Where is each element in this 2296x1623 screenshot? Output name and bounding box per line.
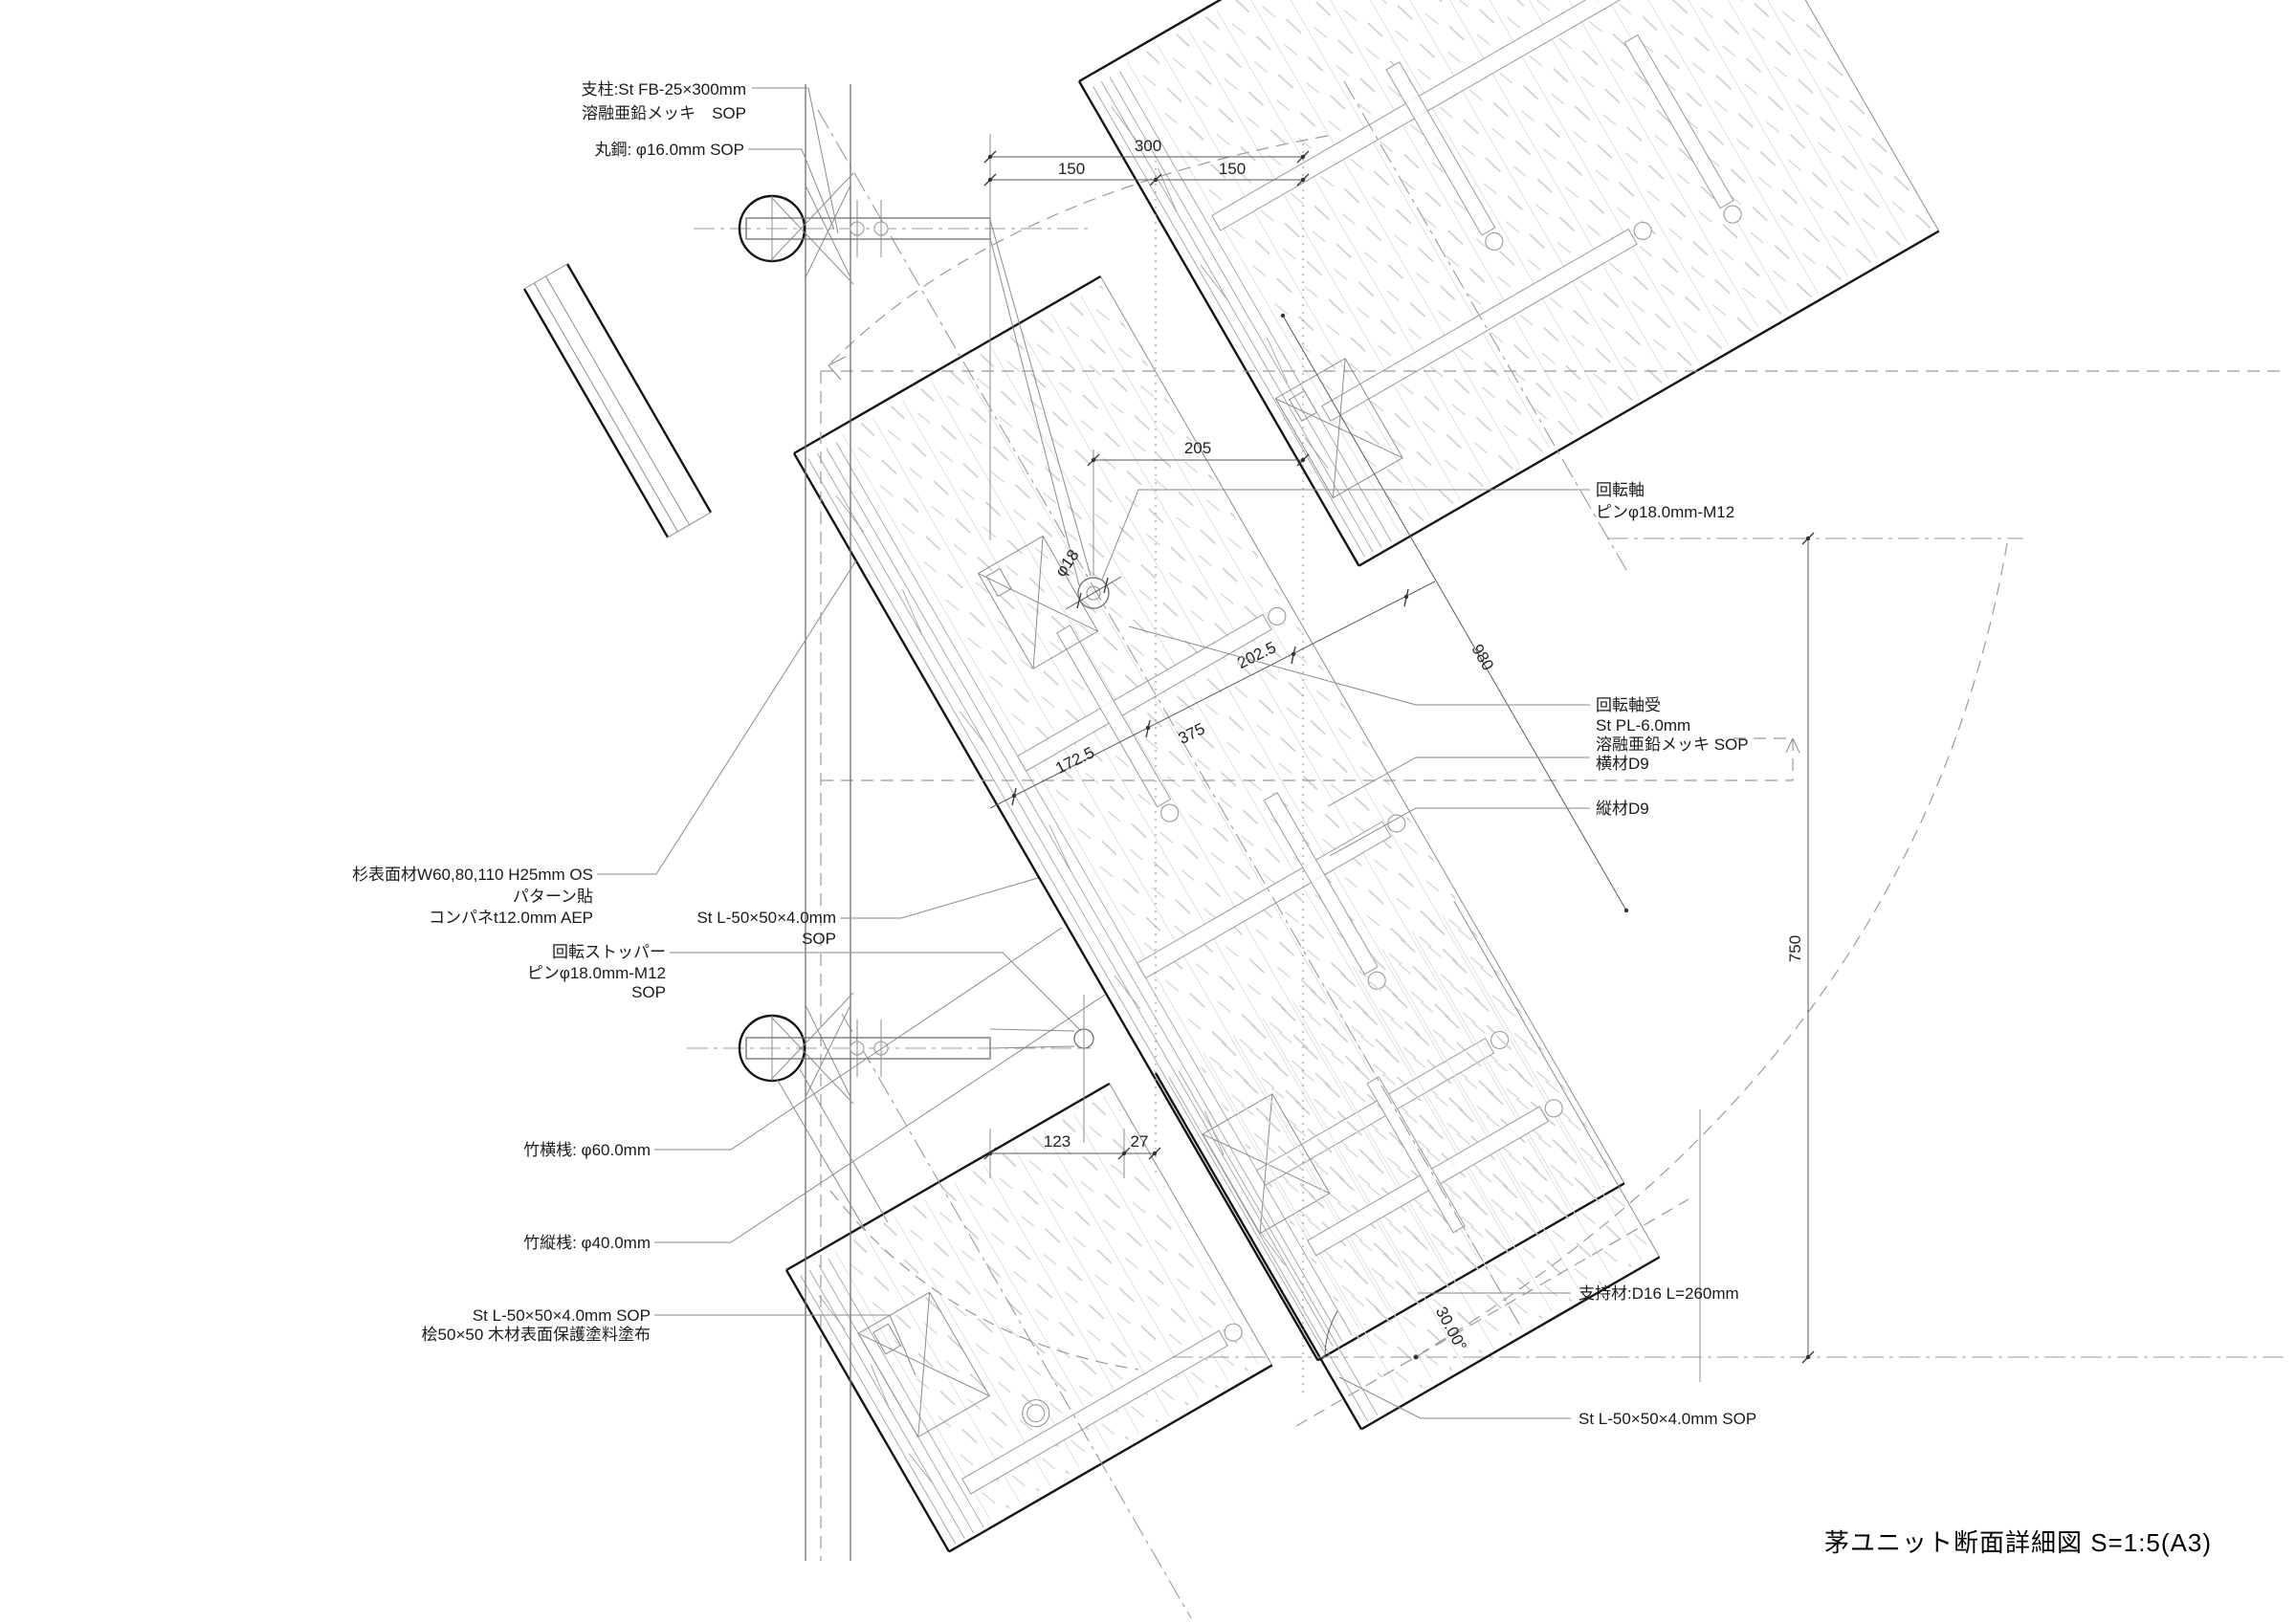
callout-angle-br: St L-50×50×4.0mm SOP	[1578, 1410, 1756, 1428]
pivot-bracket	[1274, 358, 1403, 499]
center-lines	[687, 80, 2286, 1619]
rotation-stopper-pin	[1073, 995, 1094, 1143]
thatch-unit-ghost	[1154, 900, 1661, 1431]
callout-rotation-axis-line1: 回転軸	[1596, 481, 1645, 499]
dim-205: 205	[1087, 439, 1310, 467]
callout-angle-bl-line1: St L-50×50×4.0mm SOP	[473, 1306, 651, 1325]
dim-750: 750	[1786, 532, 1815, 1364]
callout-stopper-line3: SOP	[631, 983, 666, 1001]
dim-205: 205	[1184, 439, 1211, 457]
callout-angle-mid-line1: St L-50×50×4.0mm	[696, 909, 836, 927]
pivot-assembly-bottom	[738, 992, 1075, 1232]
dim-150-left: 150	[1058, 160, 1085, 178]
thatch-unit-top	[1077, 0, 1940, 567]
callout-support-rod: 支持材:D16 L=260mm	[1578, 1284, 1739, 1303]
callout-post-line2: 溶融亜鉛メッキ SOP	[582, 104, 746, 122]
callouts-right: 回転軸 ピンφ18.0mm-M12 回転軸受 St PL-6.0mm 溶融亜鉛メ…	[1578, 481, 1756, 1428]
callout-rotation-axis-line2: ピンφ18.0mm-M12	[1596, 503, 1734, 521]
callout-stopper-line1: 回転ストッパー	[552, 943, 666, 961]
callout-axis-bearing-line3: 溶融亜鉛メッキ SOP	[1596, 735, 1749, 754]
rotation-arc-bottom	[829, 1190, 1139, 1371]
dim-123: 123	[1044, 1132, 1071, 1151]
callout-stopper-line2: ピンφ18.0mm-M12	[527, 964, 666, 982]
callouts-left: 支柱:St FB-25×300mm 溶融亜鉛メッキ SOP 丸鋼: φ16.0m…	[352, 80, 836, 1344]
callout-cedar-line3: コンパネt12.0mm AEP	[429, 909, 593, 927]
dim-300: 300	[1135, 137, 1161, 155]
callout-vertical-member: 縦材D9	[1596, 800, 1649, 818]
pivot-bracket	[857, 1291, 990, 1438]
callout-axis-bearing-line2: St PL-6.0mm	[1596, 716, 1690, 735]
leader-lines	[597, 87, 1590, 1419]
thatch-unit-bottom	[784, 1082, 1273, 1553]
callout-bamboo-vertical: 竹縦桟: φ40.0mm	[523, 1234, 651, 1252]
callout-post-line1: 支柱:St FB-25×300mm	[582, 80, 746, 99]
callout-cedar-line1: 杉表面材W60,80,110 H25mm OS	[352, 866, 593, 884]
pivot-bracket	[977, 535, 1099, 669]
dim-300-150-150: 300 150 150	[983, 137, 1310, 186]
rotation-arc-top	[828, 135, 1329, 366]
dim-27: 27	[1131, 1132, 1149, 1151]
drawing-title: 茅ユニット断面詳細図 S=1:5(A3)	[1824, 1528, 2212, 1557]
callout-round-steel: 丸鋼: φ16.0mm SOP	[594, 141, 744, 159]
callout-angle-bl-line2: 桧50×50 木材表面保護塗料塗布	[422, 1325, 651, 1344]
dim-980: 980	[1468, 641, 1497, 673]
dim-150-right: 150	[1219, 160, 1246, 178]
callout-cedar-line2: パターン貼	[513, 888, 593, 906]
support-posts	[805, 84, 851, 1561]
rotation-arc-right	[1422, 542, 2008, 1353]
callout-horizontal-member: 横材D9	[1596, 755, 1649, 773]
callout-axis-bearing-line1: 回転軸受	[1596, 696, 1661, 714]
dim-750: 750	[1786, 935, 1804, 962]
callout-angle-mid-line2: SOP	[802, 930, 836, 948]
dim-123-27: 123 27	[983, 1132, 1161, 1160]
unit-edge-ghost-topleft	[522, 263, 713, 538]
callout-bamboo-horizontal: 竹横桟: φ60.0mm	[523, 1141, 651, 1159]
hidden-outline	[820, 135, 2286, 1561]
